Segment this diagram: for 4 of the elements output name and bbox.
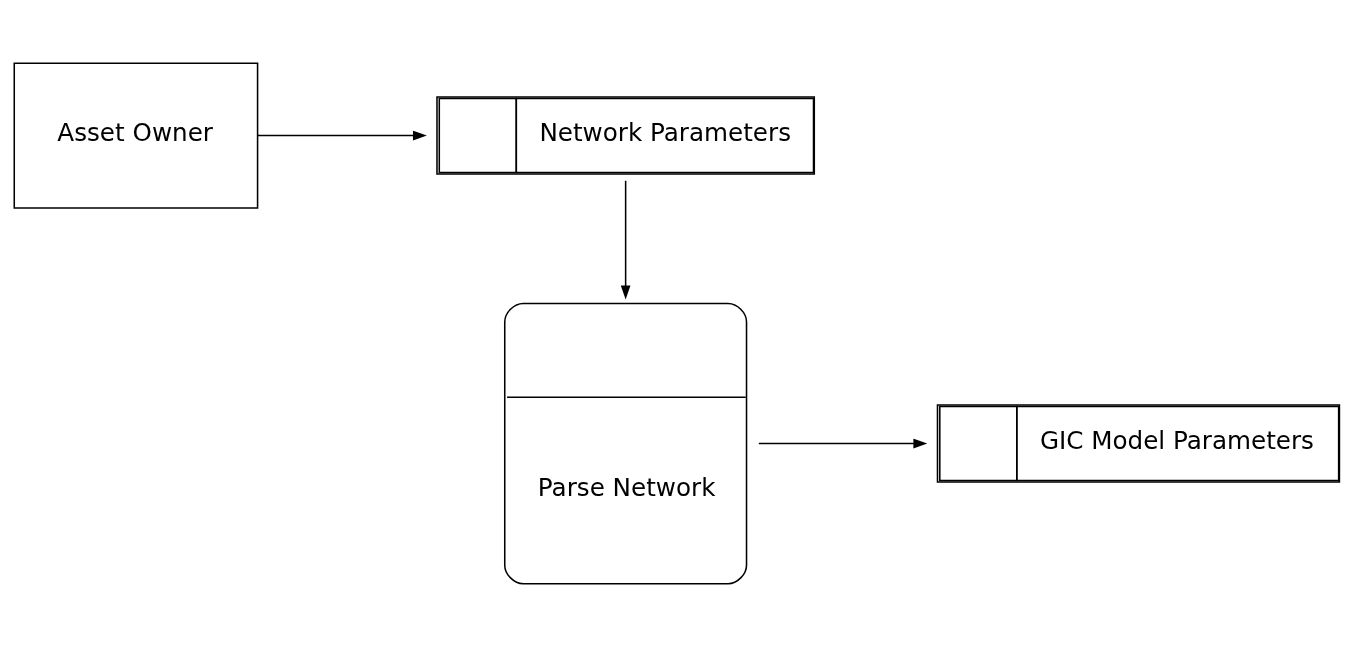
- arrow: [620, 180, 631, 300]
- arrow: [758, 438, 928, 449]
- arrow: [257, 130, 427, 141]
- node-box: Asset Owner: [13, 62, 259, 209]
